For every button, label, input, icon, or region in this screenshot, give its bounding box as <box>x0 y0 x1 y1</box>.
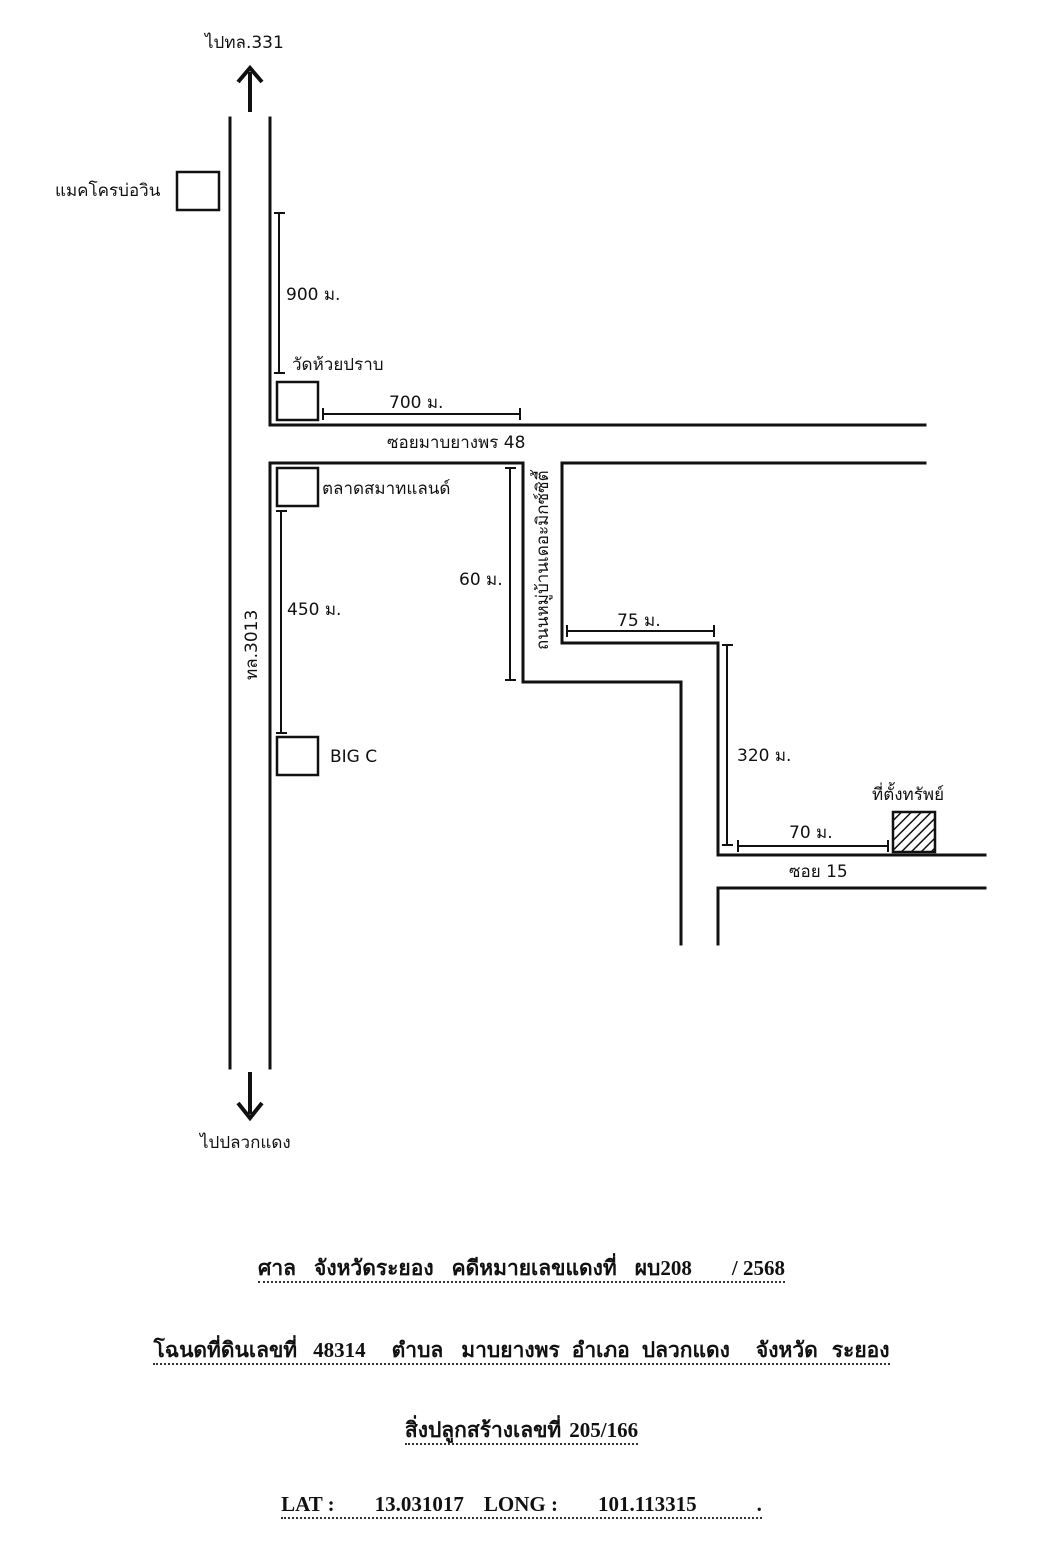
distance-900-label: 900 ม. <box>286 285 340 305</box>
long-value: 101.113315 <box>597 1492 697 1516</box>
bigc-label: BIG C <box>330 747 377 767</box>
province: ระยอง <box>831 1338 890 1362</box>
distance-320-label: 320 ม. <box>737 746 791 766</box>
long-label: LONG : <box>483 1492 558 1516</box>
village-road-label: ถนนหมู่บ้านเดอะมิกซ์ซิตี้ <box>530 469 553 650</box>
district: ปลวกแดง <box>641 1338 730 1362</box>
district-label: อำเภอ <box>571 1338 630 1362</box>
measure-900 <box>274 212 285 374</box>
court-province: จังหวัดระยอง <box>314 1256 434 1280</box>
arrow-south-icon <box>236 1072 264 1122</box>
measure-60 <box>505 467 516 681</box>
measure-320 <box>722 644 733 846</box>
building-number: 205/166 <box>569 1418 639 1442</box>
soi15-south-edge <box>716 886 987 946</box>
measure-700 <box>322 408 521 420</box>
north-destination-label: ไปทล.331 <box>203 32 284 53</box>
location-map: ไปทล.331 ไปปลวกแดง ทล.3013 ซอยมาบยางพร 4… <box>55 32 987 1153</box>
cross-road-label: ซอยมาบยางพร 48 <box>387 433 525 453</box>
makro-box <box>175 170 221 212</box>
building-label: สิ่งปลูกสร้างเลขที่ <box>404 1418 562 1442</box>
property-marker <box>891 810 937 854</box>
province-label: จังหวัด <box>755 1338 818 1362</box>
bigc-box <box>275 735 320 777</box>
distance-450-label: 450 ม. <box>287 600 341 620</box>
subdistrict: มาบยางพร <box>461 1338 560 1362</box>
distance-75-label: 75 ม. <box>617 611 661 631</box>
small-road-label: ซอย 15 <box>789 862 848 882</box>
market-label: ตลาดสมาทแลนด์ <box>322 479 450 499</box>
distance-60-label: 60 ม. <box>459 570 503 590</box>
village-road-west-edge <box>521 461 683 946</box>
deed-line: โฉนดที่ดินเลขที่ 48314 ตำบล มาบยางพร อำเภอ ปล… <box>0 1334 1043 1367</box>
south-destination-label: ไปปลวกแดง <box>198 1132 291 1153</box>
court-label: ศาล <box>258 1256 297 1280</box>
case-year: / 2568 <box>731 1256 785 1280</box>
end-mark: . <box>756 1492 762 1516</box>
case-label: คดีหมายเลขแดงที่ <box>451 1256 617 1280</box>
makro-label: แมคโครบ่อวิน <box>55 180 161 201</box>
distance-700-label: 700 ม. <box>389 393 443 413</box>
distance-70-label: 70 ม. <box>789 823 833 843</box>
building-line: สิ่งปลูกสร้างเลขที่ 205/166 <box>0 1414 1043 1447</box>
coordinates-line: LAT : 13.031017 LONG : 101.113315. <box>0 1492 1043 1519</box>
temple-box <box>275 380 320 422</box>
deed-number: 48314 <box>313 1338 366 1362</box>
deed-label: โฉนดที่ดินเลขที่ <box>153 1338 298 1362</box>
arrow-north-icon <box>236 64 264 112</box>
market-box <box>275 466 320 508</box>
measure-75 <box>566 625 715 637</box>
village-road-east-edge <box>560 461 987 857</box>
subdistrict-label: ตำบล <box>391 1338 444 1362</box>
measure-450 <box>276 510 287 734</box>
lat-value: 13.031017 <box>374 1492 464 1516</box>
temple-label: วัดห้วยปราบ <box>292 355 384 375</box>
lat-label: LAT : <box>281 1492 335 1516</box>
main-road-label: ทล.3013 <box>242 610 262 680</box>
case-number: ผบ208 <box>634 1256 692 1280</box>
property-label: ที่ตั้งทรัพย์ <box>872 782 944 805</box>
measure-70 <box>737 840 889 852</box>
court-case-line: ศาล จังหวัดระยอง คดีหมายเลขแดงที่ ผบ208 / 25… <box>0 1252 1043 1285</box>
